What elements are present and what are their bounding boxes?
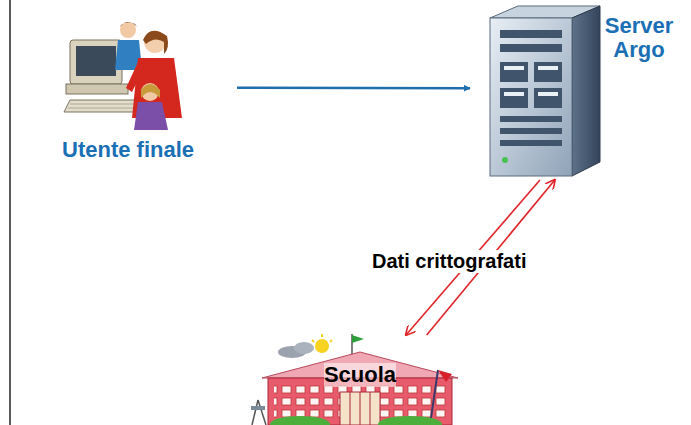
user-node: Utente finale — [62, 22, 237, 162]
node-label: Server Argo — [596, 14, 682, 62]
user-illustration — [64, 22, 182, 130]
school-illustration — [251, 334, 458, 425]
server-illustration — [490, 6, 600, 176]
request-arrow — [237, 87, 470, 90]
school-node: Scuola — [245, 335, 475, 425]
node-label: Utente finale — [62, 138, 194, 162]
edge-label: Dati crittografati — [370, 250, 528, 273]
node-label: Scuola — [324, 363, 396, 387]
server-node: Server Argo — [470, 10, 682, 180]
slide-border — [9, 0, 11, 425]
